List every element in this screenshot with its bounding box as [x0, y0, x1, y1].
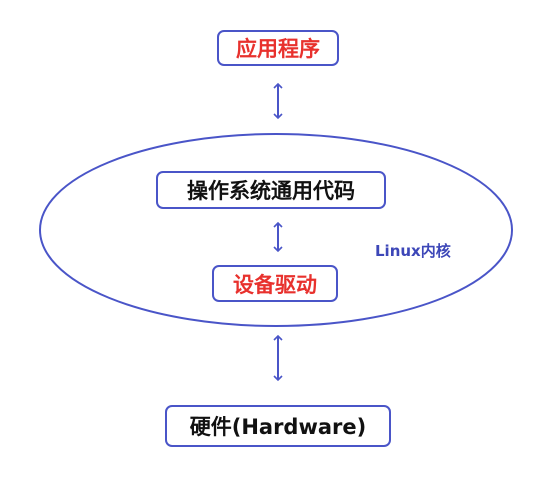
os-common-code-label: 操作系统通用代码 — [187, 179, 355, 203]
device-driver-label: 设备驱动 — [233, 272, 317, 297]
linux-kernel-ellipse — [39, 133, 513, 327]
os-common-code-box: 操作系统通用代码 — [156, 171, 386, 209]
hardware-label: 硬件(Hardware) — [189, 415, 367, 439]
application-box: 应用程序 — [217, 30, 339, 66]
application-label: 应用程序 — [236, 37, 320, 61]
hardware-box: 硬件(Hardware) — [165, 405, 391, 447]
linux-kernel-label: Linux内核 — [375, 242, 451, 260]
device-driver-box: 设备驱动 — [212, 265, 338, 302]
